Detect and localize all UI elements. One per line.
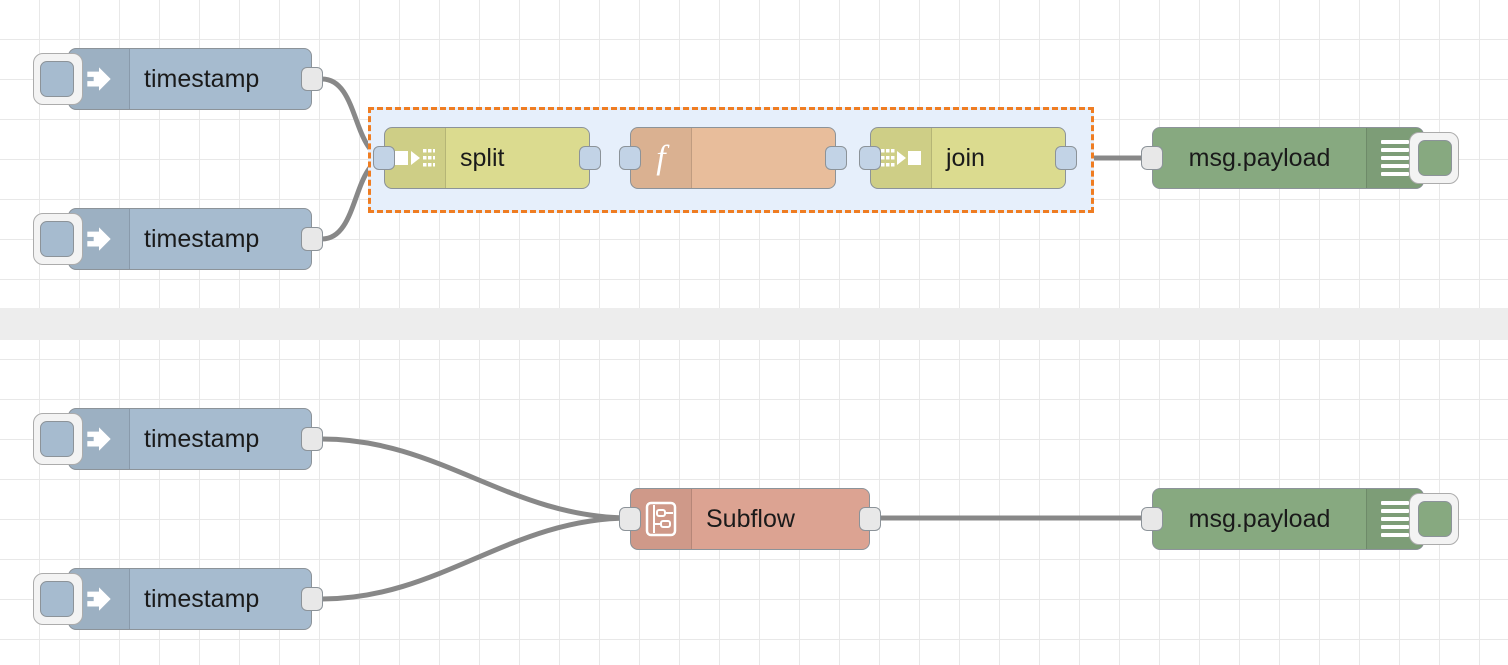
node-output-port[interactable]	[301, 427, 323, 451]
node-output-port[interactable]	[301, 67, 323, 91]
node-label: timestamp	[144, 584, 260, 613]
arrow-right-icon	[87, 67, 111, 91]
node-input-port[interactable]	[1141, 507, 1163, 531]
arrow-right-icon	[87, 227, 111, 251]
svg-text:f: f	[656, 139, 670, 176]
inject-trigger-knob	[40, 61, 74, 97]
node-label: timestamp	[144, 424, 260, 453]
node-inject-timestamp[interactable]: timestamp	[33, 48, 323, 110]
inject-trigger-knob	[40, 581, 74, 617]
debug-toggle-button[interactable]	[1409, 132, 1459, 184]
node-label: timestamp	[144, 224, 260, 253]
node-split-split[interactable]: split	[373, 127, 601, 189]
wire-inject-3-to-subflow-1[interactable]	[319, 436, 633, 521]
node-input-port[interactable]	[1141, 146, 1163, 170]
node-subflow-subflow[interactable]: Subflow	[619, 488, 881, 550]
debug-toggle-button[interactable]	[1409, 493, 1459, 545]
arrow-right-icon	[87, 427, 111, 451]
subflow-icon	[645, 501, 677, 537]
node-output-port[interactable]	[301, 227, 323, 251]
node-icon-container	[871, 128, 932, 188]
function-icon: f	[656, 139, 670, 176]
node-inject-timestamp[interactable]: timestamp	[33, 568, 323, 630]
arrow-right-icon	[87, 587, 111, 611]
node-inject-timestamp[interactable]: timestamp	[33, 408, 323, 470]
inject-trigger-button[interactable]	[33, 213, 83, 265]
inject-trigger-button[interactable]	[33, 413, 83, 465]
wire-inject-4-to-subflow-1[interactable]	[319, 515, 633, 602]
node-input-port[interactable]	[859, 146, 881, 170]
node-output-port[interactable]	[859, 507, 881, 531]
node-inject-timestamp[interactable]: timestamp	[33, 208, 323, 270]
node-function[interactable]: f	[619, 127, 847, 189]
inject-trigger-button[interactable]	[33, 573, 83, 625]
debug-toggle-knob	[1418, 501, 1452, 537]
node-label	[692, 128, 835, 188]
inject-trigger-knob	[40, 221, 74, 257]
node-icon-container	[631, 489, 692, 549]
node-label: Subflow	[706, 504, 795, 533]
split-icon	[395, 149, 435, 167]
node-label: msg.payload	[1188, 504, 1331, 533]
node-output-port[interactable]	[301, 587, 323, 611]
join-icon	[881, 149, 921, 167]
node-debug-msg-payload[interactable]: msg.payload	[1141, 127, 1459, 189]
node-icon-container	[385, 128, 446, 188]
node-output-port[interactable]	[579, 146, 601, 170]
node-debug-msg-payload[interactable]: msg.payload	[1141, 488, 1459, 550]
inject-trigger-button[interactable]	[33, 53, 83, 105]
node-input-port[interactable]	[619, 507, 641, 531]
node-output-port[interactable]	[1055, 146, 1077, 170]
node-output-port[interactable]	[825, 146, 847, 170]
inject-trigger-knob	[40, 421, 74, 457]
node-label: join	[946, 143, 985, 172]
node-join-join[interactable]: join	[859, 127, 1077, 189]
debug-toggle-knob	[1418, 140, 1452, 176]
node-label: split	[460, 143, 505, 172]
node-input-port[interactable]	[373, 146, 395, 170]
node-icon-container: f	[631, 128, 692, 188]
node-label: timestamp	[144, 64, 260, 93]
node-input-port[interactable]	[619, 146, 641, 170]
flow-divider	[0, 308, 1508, 340]
node-label: msg.payload	[1188, 143, 1331, 172]
